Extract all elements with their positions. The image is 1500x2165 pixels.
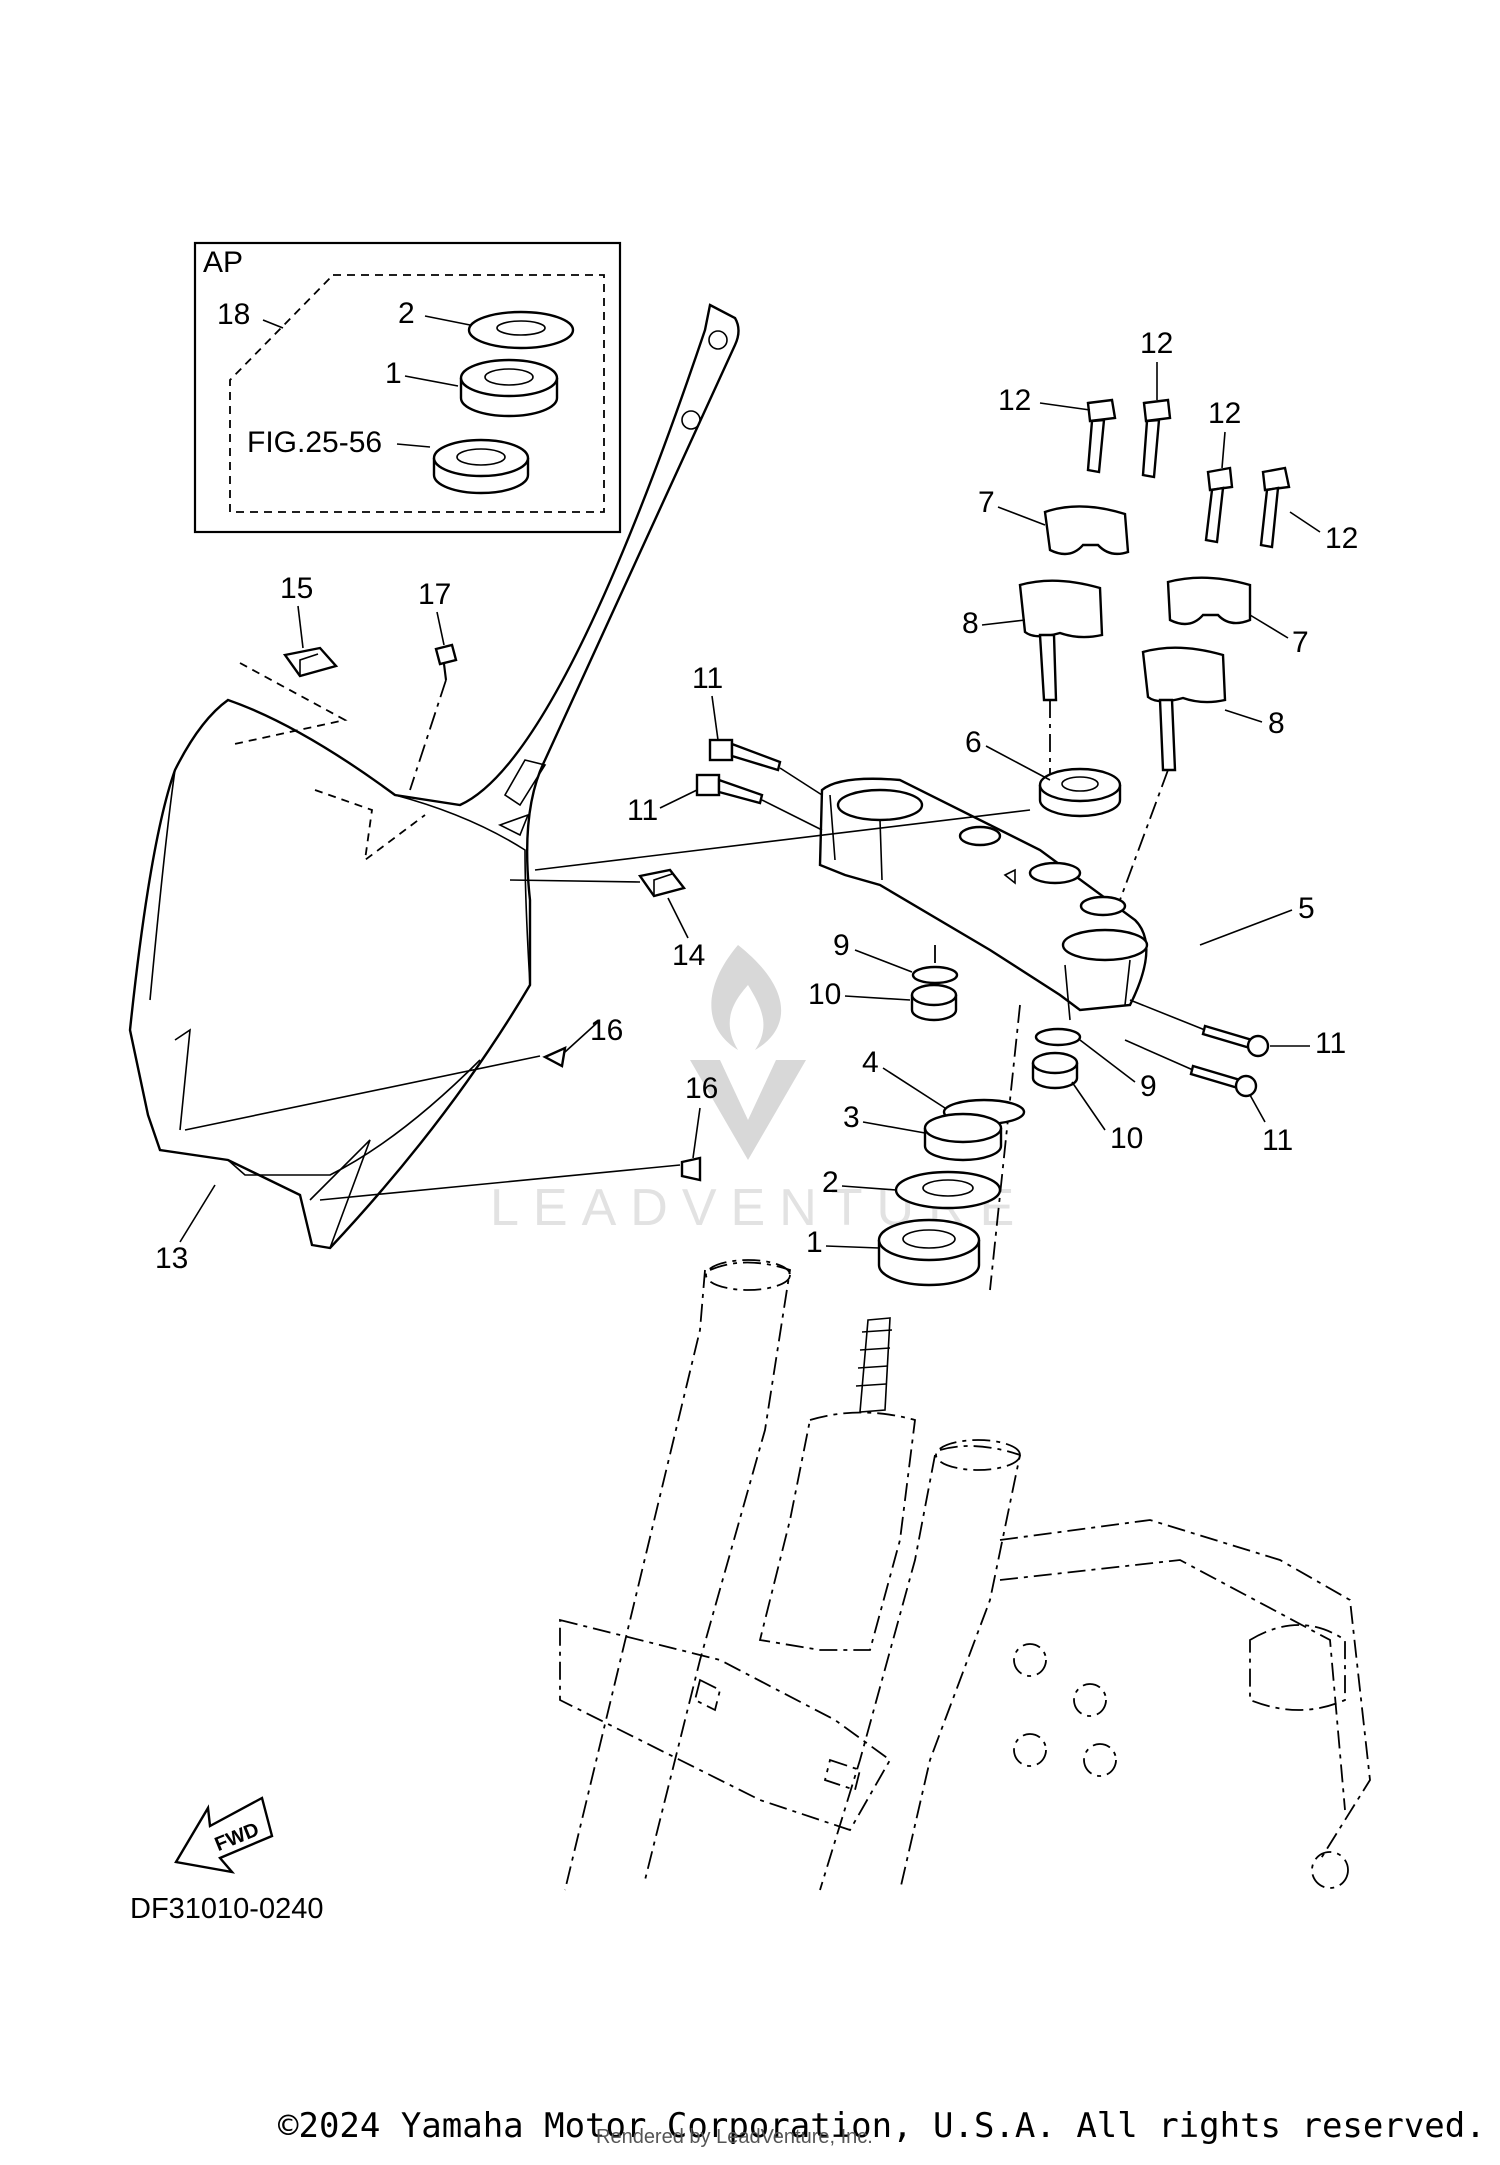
watermark-v-icon <box>690 1060 806 1160</box>
inset-callout-1: 1 <box>385 357 402 390</box>
callout-12-d: 12 <box>1325 522 1358 555</box>
bolt-12-a <box>1086 398 1117 474</box>
callout-15: 15 <box>280 572 313 605</box>
copyright-notice: ©2024 Yamaha Motor Corporation, U.S.A. A… <box>278 2106 1486 2146</box>
callout-16-b: 16 <box>685 1072 718 1105</box>
diagram-code: DF31010-0240 <box>130 1893 324 1925</box>
callout-11-a: 11 <box>692 662 723 695</box>
inset-seal <box>467 310 575 350</box>
callout-9-a: 9 <box>833 929 850 962</box>
bolt-12-d <box>1259 466 1291 549</box>
inset-box-ap: AP 18 2 1 FIG.25-56 <box>193 241 622 534</box>
callouts: 12 12 12 12 7 7 8 8 6 5 11 11 11 11 9 9 … <box>155 327 1358 1275</box>
callout-18: 18 <box>217 298 250 331</box>
lower-assembly <box>559 1259 1371 1891</box>
rendered-by-credit: Rendered by LeadVenture, Inc. <box>596 2126 873 2148</box>
callout-4: 4 <box>862 1046 879 1079</box>
callout-11-c: 11 <box>1315 1027 1346 1060</box>
callout-10-b: 10 <box>1110 1122 1143 1155</box>
callout-17: 17 <box>418 578 451 611</box>
stem-nut-6 <box>1038 767 1122 818</box>
callout-2: 2 <box>822 1166 839 1199</box>
callout-7-a: 7 <box>978 486 995 519</box>
callout-7-b: 7 <box>1292 626 1309 659</box>
pinch-bolt-11-a <box>708 738 782 772</box>
bolt-12-b <box>1141 398 1172 479</box>
nut-10-left <box>910 983 958 1022</box>
seal-2 <box>894 1170 1002 1210</box>
callout-12-c: 12 <box>1208 397 1241 430</box>
clip-16-lower <box>680 1156 702 1182</box>
inset-bearing-lower <box>432 438 530 495</box>
inset-tag: AP <box>203 246 243 279</box>
callout-12-a: 12 <box>998 384 1031 417</box>
callout-6: 6 <box>965 726 982 759</box>
callout-1: 1 <box>806 1226 823 1259</box>
callout-14: 14 <box>672 939 705 972</box>
clip-15 <box>282 646 339 678</box>
screw-17 <box>434 643 458 681</box>
handlebar-holder-upper-right <box>1166 576 1252 626</box>
bolt-12-c <box>1204 466 1234 544</box>
callout-12-b: 12 <box>1140 327 1173 360</box>
clip-16-upper <box>542 1045 567 1068</box>
clip-14 <box>637 868 687 898</box>
callout-3: 3 <box>843 1101 860 1134</box>
pinch-bolt-11-b <box>695 773 764 805</box>
handlebar-holder-upper-left <box>1043 505 1130 556</box>
callout-16-a: 16 <box>590 1014 623 1047</box>
washer-9-right <box>1034 1027 1082 1047</box>
inset-reference: FIG.25-56 <box>247 426 382 459</box>
inset-bearing-upper <box>459 358 559 418</box>
nut-10-right <box>1031 1051 1079 1090</box>
handlebar-holder-lower-right <box>1119 646 1227 901</box>
inset-callout-2: 2 <box>398 297 415 330</box>
bearing-1 <box>877 1218 981 1287</box>
ring-nut-3 <box>923 1112 1003 1162</box>
callout-13: 13 <box>155 1242 188 1275</box>
callout-9-b: 9 <box>1140 1070 1157 1103</box>
callout-8-a: 8 <box>962 607 979 640</box>
handlebar-holder-lower-left <box>1018 579 1104 795</box>
upper-triple-clamp <box>818 777 1149 1021</box>
callout-10-a: 10 <box>808 978 841 1011</box>
pinch-bolt-11-c <box>1201 1024 1270 1058</box>
watermark-flame-icon <box>711 945 782 1050</box>
washer-9-left <box>911 965 959 985</box>
fwd-arrow-icon: FWD <box>174 1796 274 1874</box>
number-plate <box>128 303 740 1250</box>
callout-11-d: 11 <box>1262 1124 1293 1157</box>
callout-11-b: 11 <box>627 794 658 827</box>
pinch-bolt-11-d <box>1189 1064 1258 1098</box>
callout-5: 5 <box>1298 892 1315 925</box>
callout-8-b: 8 <box>1268 707 1285 740</box>
